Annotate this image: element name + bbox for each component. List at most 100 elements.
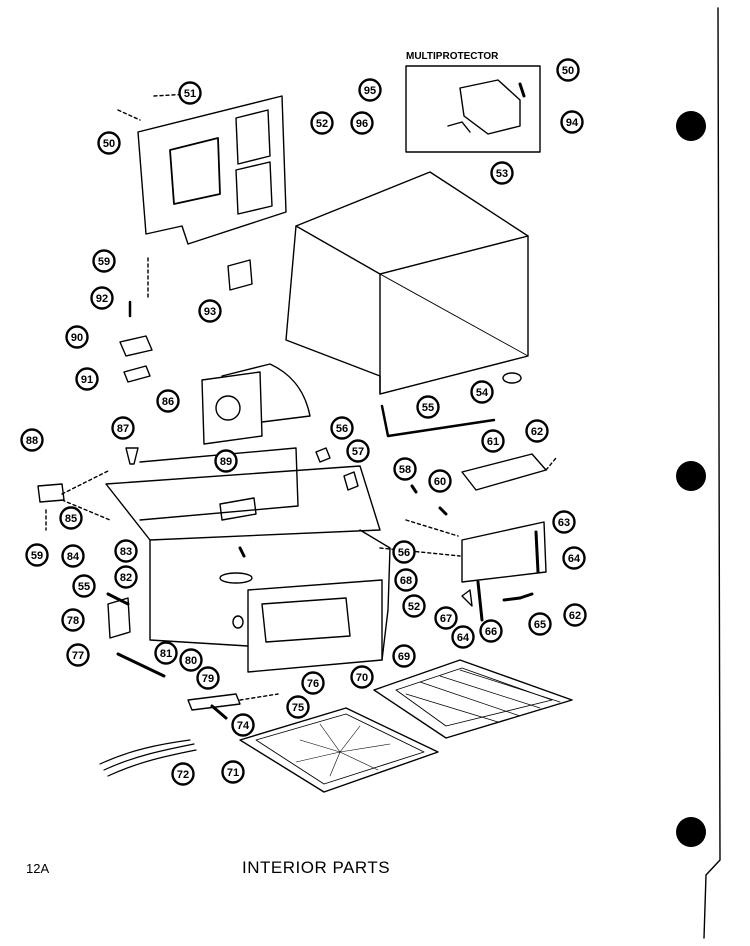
outer-cabinet-53 (285, 171, 529, 395)
callout-number: 63 (558, 517, 570, 529)
callout-bubble (470, 380, 494, 404)
callout-number: 90 (71, 332, 83, 344)
callout-bubble (392, 540, 416, 564)
dial-81 (219, 572, 253, 584)
callout-95: 95 (358, 78, 382, 102)
callout-bubble (20, 428, 44, 452)
callout-number: 68 (400, 575, 412, 587)
callout-71: 71 (221, 760, 245, 784)
page-edge (703, 7, 721, 939)
outer-cabinet-top-edge (295, 225, 529, 275)
callout-bubble (560, 110, 584, 134)
callout-number: 87 (117, 423, 129, 435)
page-number: 12A (26, 861, 50, 876)
callout-number: 71 (227, 767, 239, 779)
callout-85: 85 (59, 506, 83, 530)
rack-70-inner (395, 667, 553, 727)
callout-bubble (481, 429, 505, 453)
callout-number: 84 (67, 551, 80, 563)
callout-70: 70 (350, 665, 374, 689)
pin-65 (518, 592, 534, 600)
callout-90: 90 (65, 325, 89, 349)
callout-bubble (552, 510, 576, 534)
callout-66: 66 (479, 619, 503, 643)
bracket-leaders (379, 519, 461, 557)
pin-66 (502, 596, 522, 602)
callout-number: 75 (292, 702, 304, 714)
tray-71-ribs (295, 723, 391, 777)
callout-number: 55 (422, 402, 434, 414)
callout-69: 69 (392, 644, 416, 668)
oven-door-frame-69 (247, 579, 383, 673)
callout-number: 82 (120, 572, 132, 584)
callout-bubble (221, 760, 245, 784)
callout-number: 50 (103, 138, 115, 150)
callout-bubble (556, 58, 580, 82)
oven-left-side (149, 539, 249, 647)
callout-number: 57 (352, 446, 364, 458)
callout-number: 64 (568, 553, 581, 565)
callout-bubble (402, 594, 426, 618)
callout-bubble (301, 671, 325, 695)
callout-bubble (231, 713, 255, 737)
spring-55 (106, 592, 130, 606)
callout-bubble (61, 608, 85, 632)
multiprotector-inset (405, 65, 541, 153)
callout-bubble (428, 469, 452, 493)
hinge-88 (37, 483, 65, 503)
callout-number: 64 (457, 632, 470, 644)
callout-number: 81 (160, 648, 172, 660)
callout-64: 64 (451, 625, 475, 649)
callout-58: 58 (393, 457, 417, 481)
callout-number: 52 (408, 601, 420, 613)
oven-right-side (359, 529, 391, 661)
callout-bubble (350, 665, 374, 689)
callout-53: 53 (490, 161, 514, 185)
callout-50: 50 (556, 58, 580, 82)
tray-71 (239, 707, 439, 793)
callout-bubble (179, 648, 203, 672)
callout-64: 64 (562, 546, 586, 570)
callout-96: 96 (350, 111, 374, 135)
callout-61: 61 (481, 429, 505, 453)
callout-72: 72 (171, 762, 195, 786)
callout-number: 88 (26, 435, 38, 447)
callout-bubble (479, 619, 503, 643)
cover-panel-vent-top (235, 109, 271, 165)
blower-opening (215, 395, 241, 421)
cover-panel-52 (137, 95, 287, 245)
switch-90 (119, 335, 153, 357)
strip-64b (476, 580, 484, 622)
outer-cabinet-diagonal (379, 273, 529, 357)
callout-bubble (111, 416, 135, 440)
callout-bubble (90, 286, 114, 310)
multiprotector-clip (447, 121, 471, 133)
callout-80: 80 (179, 648, 203, 672)
callout-55: 55 (72, 574, 96, 598)
plate-93 (227, 259, 253, 291)
callout-bubble (59, 506, 83, 530)
callout-number: 53 (496, 168, 508, 180)
bracket-91 (123, 365, 151, 383)
callout-bubble (358, 78, 382, 102)
plate-61 (461, 453, 547, 491)
callout-number: 72 (177, 769, 189, 781)
callout-57: 57 (346, 439, 370, 463)
bracket-63 (461, 521, 547, 583)
callout-89: 89 (214, 449, 238, 473)
callout-68: 68 (394, 568, 418, 592)
callout-number: 91 (81, 374, 93, 386)
grommet-54 (502, 372, 522, 384)
blower-duct (221, 363, 311, 423)
page-title: INTERIOR PARTS (242, 858, 391, 877)
callout-bubble (61, 544, 85, 568)
callout-51: 51 (178, 81, 202, 105)
callout-60: 60 (428, 469, 452, 493)
handle-73 (187, 693, 241, 711)
callout-bubble (286, 695, 310, 719)
rack-70-grid (405, 669, 561, 723)
callout-number: 62 (531, 426, 543, 438)
cover-panel-window (169, 137, 221, 205)
callout-56: 56 (330, 416, 354, 440)
